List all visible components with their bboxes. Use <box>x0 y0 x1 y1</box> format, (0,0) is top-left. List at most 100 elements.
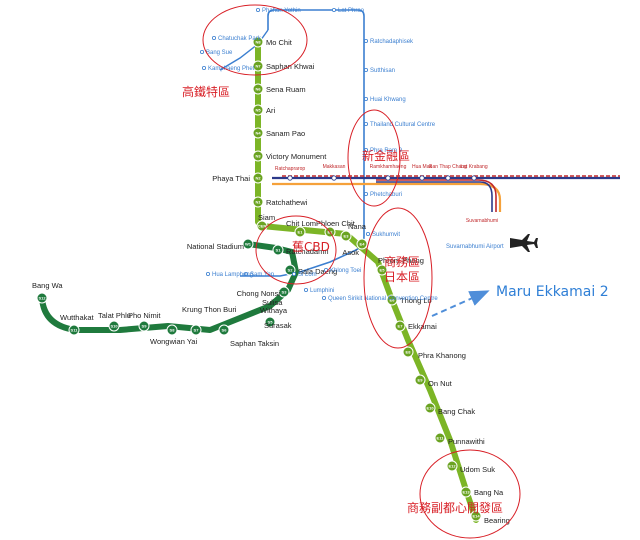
station-code: S12 <box>38 296 46 301</box>
station-code: S2 <box>288 268 294 273</box>
station-marker-s11[interactable] <box>68 324 80 336</box>
station-marker-e13[interactable] <box>460 486 472 498</box>
station-marker-n3[interactable] <box>252 150 264 162</box>
station-label: National Stadium <box>187 242 244 251</box>
mrt-station-dot <box>205 271 210 276</box>
zone-new-finance-label: 新金融區 <box>362 148 410 163</box>
mrt-station-dot <box>303 287 308 292</box>
airport-link-label: Makkasan <box>323 164 346 170</box>
station-marker-s2[interactable] <box>284 264 296 276</box>
airport-link-station-dot <box>445 175 451 181</box>
airport-link-label: Lat Krabang <box>460 164 487 170</box>
airport-link-label: Ramkhamhaeng <box>370 164 407 170</box>
station-marker-n2[interactable] <box>252 172 264 184</box>
station-label: Sanam Pao <box>266 129 305 138</box>
station-label: On Nut <box>428 379 453 388</box>
station-label: Chong Nonsi <box>237 289 281 298</box>
station-marker-e7[interactable] <box>394 320 406 332</box>
station-label: Krung Thon Buri <box>182 305 237 314</box>
station-label: Talat Phlu <box>98 311 131 320</box>
station-marker-s8[interactable] <box>166 324 178 336</box>
station-code: E4 <box>360 242 366 247</box>
station-marker-e3[interactable] <box>340 230 352 242</box>
mrt-station-dot <box>243 271 248 276</box>
zone-business-label-1: 商務區 <box>384 254 420 269</box>
station-label: Phrom Phong <box>378 256 424 265</box>
station-marker-e12[interactable] <box>446 460 458 472</box>
maru-ekkamai-label: Maru Ekkamai 2 <box>496 284 609 300</box>
station-code: E1 <box>298 230 304 235</box>
station-code: S8 <box>170 328 176 333</box>
station-code: S1 <box>276 248 282 253</box>
station-marker-e1[interactable] <box>294 226 306 238</box>
station-marker-e11[interactable] <box>434 432 446 444</box>
zone-sub-center-label: 商務副都心開發區 <box>407 500 503 515</box>
station-label: Pho Nimit <box>128 311 161 320</box>
station-label: Saphan Khwai <box>266 62 315 71</box>
airport-link-label: Hua Mak <box>412 164 433 170</box>
zone-new-finance-ellipse <box>347 109 401 207</box>
station-marker-e14[interactable] <box>470 510 482 522</box>
mrt-station-label: Si Lom <box>298 272 317 278</box>
station-code: N3 <box>255 154 261 159</box>
mrt-station-dot <box>365 231 370 236</box>
station-label: Ari <box>266 106 276 115</box>
station-marker-e4[interactable] <box>356 238 368 250</box>
station-code: E10 <box>426 406 434 411</box>
station-marker-n6[interactable] <box>252 83 264 95</box>
station-code: S7 <box>194 328 200 333</box>
mrt-station-dot <box>363 122 368 127</box>
mrt-station-label: Chatuchak Park <box>218 36 262 42</box>
mrt-station-label: Ratchadaphisek <box>370 39 414 45</box>
station-code: CEN <box>258 224 267 229</box>
station-marker-s12[interactable] <box>36 292 48 304</box>
mrt-station-dot <box>363 39 368 44</box>
station-code: N2 <box>255 176 261 181</box>
station-marker-s3[interactable] <box>278 286 290 298</box>
station-marker-e5[interactable] <box>376 264 388 276</box>
station-marker-n8[interactable] <box>252 36 264 48</box>
station-label: Punnawithi <box>448 437 485 446</box>
station-marker-s6[interactable] <box>218 324 230 336</box>
station-code: N7 <box>255 64 261 69</box>
station-label: Saphan Taksin <box>230 339 279 348</box>
mrt-station-label: Thailand Cultural Centre <box>370 122 436 128</box>
station-marker-s1[interactable] <box>272 244 284 256</box>
station-marker-n4[interactable] <box>252 127 264 139</box>
zone-sub-center-ellipse <box>419 449 521 539</box>
mrt-station-dot <box>321 295 326 300</box>
mrt-station-dot <box>331 7 336 12</box>
mrt-station-dot <box>363 191 368 196</box>
station-marker-e9[interactable] <box>414 374 426 386</box>
withaya-label: Withaya <box>260 306 288 315</box>
station-marker-e6[interactable] <box>386 294 398 306</box>
station-marker-n7[interactable] <box>252 60 264 72</box>
station-label: Bang Chak <box>438 407 475 416</box>
station-label: Phra Khanong <box>418 351 466 360</box>
station-code: S5 <box>268 320 274 325</box>
mrt-blue-line <box>240 9 365 277</box>
station-code: S3 <box>282 290 288 295</box>
station-marker-s9[interactable] <box>138 320 150 332</box>
mrt-station-dot <box>323 267 328 272</box>
mrt-station-dot <box>201 66 206 71</box>
station-marker-s5[interactable] <box>264 316 276 328</box>
station-code: N6 <box>255 87 261 92</box>
station-marker-s7[interactable] <box>190 324 202 336</box>
station-label: Chit Lom <box>286 219 316 228</box>
zone-old-cbd-ellipse <box>255 215 337 285</box>
airplane-icon <box>510 234 538 252</box>
mrt-blue-line-branch <box>219 29 269 71</box>
station-marker-e10[interactable] <box>424 402 436 414</box>
station-code: E7 <box>398 324 404 329</box>
station-marker-n1[interactable] <box>252 196 264 208</box>
station-marker-w1[interactable] <box>242 238 254 250</box>
station-marker-e8[interactable] <box>402 346 414 358</box>
mrt-station-label: Hua Lamphong <box>212 272 253 278</box>
station-code: S10 <box>110 324 118 329</box>
station-marker-s10[interactable] <box>108 320 120 332</box>
station-label: Ratchadamri <box>286 247 329 256</box>
mrt-station-label: Phahon Yothin <box>262 8 301 14</box>
station-label: Wongwian Yai <box>150 337 197 346</box>
station-marker-n5[interactable] <box>252 104 264 116</box>
